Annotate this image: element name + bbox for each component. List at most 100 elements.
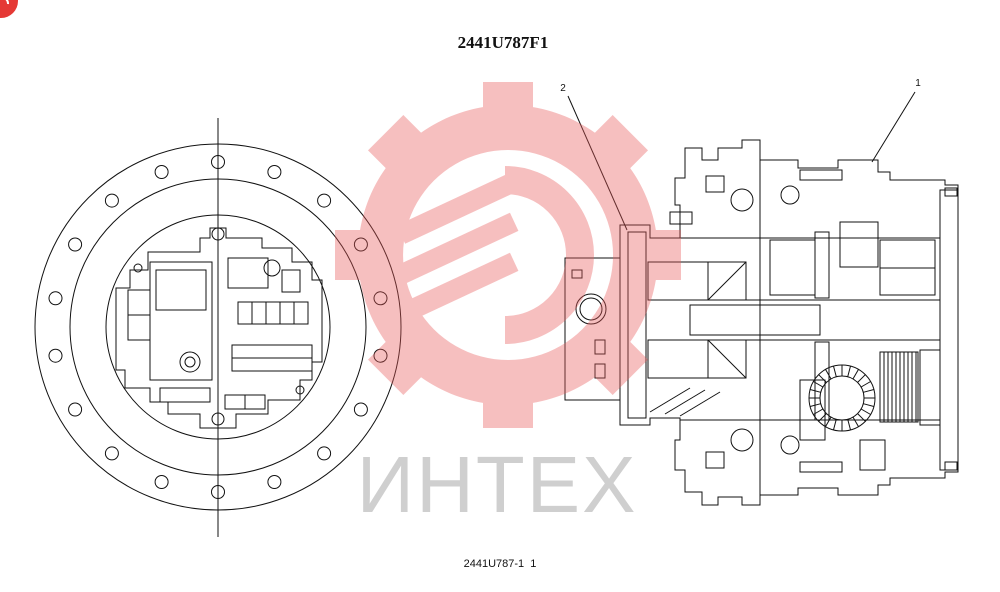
mounting-bolt-left <box>133 263 143 273</box>
gear-tooth <box>483 82 533 142</box>
motor-outline <box>115 227 323 429</box>
cover-bolt-upper <box>944 187 958 197</box>
gear-tooth-line <box>825 416 832 427</box>
gear-tooth-line <box>860 381 871 388</box>
bolt-hole <box>373 291 388 306</box>
bolt-hole <box>267 165 282 179</box>
gear-tooth-line <box>809 389 821 393</box>
bolt-hole <box>353 402 368 417</box>
gear-tooth-line <box>863 389 875 393</box>
gear-tooth-line <box>809 403 821 407</box>
callout-label-2: 2 <box>560 83 566 94</box>
cover-bolt <box>571 269 583 279</box>
housing-bolt-lower <box>705 451 725 469</box>
lower-carrier-block <box>799 379 826 441</box>
planet-gear-upper <box>769 239 816 296</box>
brake-valve-cap <box>281 269 301 293</box>
gear-tooth <box>483 368 533 428</box>
section-view <box>564 139 959 506</box>
motor-bolt-upper <box>669 211 693 225</box>
gear-tooth-line <box>852 416 859 427</box>
motor-hatch-2 <box>664 389 706 415</box>
mounting-bolt-right <box>295 385 305 395</box>
planet-gear-stack <box>879 351 919 423</box>
callout-part-2: 2 <box>560 83 628 231</box>
brake-valve-housing <box>227 257 269 289</box>
bolt-hole <box>211 485 225 499</box>
red-circle-badge-icon[interactable] <box>0 0 18 18</box>
gear-tooth-line <box>833 365 837 377</box>
callout-label-1: 1 <box>915 78 921 89</box>
logo-arc <box>504 166 594 344</box>
motor-hatch-3 <box>679 391 721 417</box>
counterbalance-spool <box>237 301 309 325</box>
travel-motor-end-view <box>115 227 323 429</box>
drawing-number-title: 2441U787F1 <box>458 33 549 52</box>
flange-ring-circle <box>69 178 367 476</box>
brake-valve-plug <box>263 259 281 277</box>
badge-glyph <box>5 0 9 5</box>
relief-valve-port-inner <box>184 356 196 368</box>
gear-tooth <box>570 114 649 193</box>
logo-stripe-2 <box>396 212 519 284</box>
cover-plug-2 <box>594 363 606 379</box>
reduction-gear-section <box>650 160 959 495</box>
gear-tooth <box>367 317 446 396</box>
bolt-hole <box>104 193 119 208</box>
hose-port-outer <box>575 293 607 325</box>
gear-tooth <box>621 230 681 280</box>
bolt-hole <box>154 165 169 179</box>
sprocket-bolt-upper <box>799 169 843 181</box>
gear-tooth-line <box>813 408 824 415</box>
bearings-and-fasteners <box>669 169 958 473</box>
gear-tooth-line <box>813 381 824 388</box>
drive-shaft <box>689 304 821 336</box>
gear-tooth-line <box>833 419 837 431</box>
gear-ring <box>357 105 658 405</box>
gear-logo-icon <box>335 82 681 428</box>
gear-tooth-line <box>847 419 851 431</box>
callout-leader-1 <box>871 91 916 163</box>
bolt-hole <box>373 348 388 363</box>
gear-tooth-line <box>863 403 875 407</box>
callout-leader-2 <box>567 95 628 231</box>
cover-bolt-lower <box>944 461 958 471</box>
lower-spacer <box>859 439 886 471</box>
ring-carrier-lower <box>814 341 830 421</box>
gear-tooth-line <box>857 374 866 383</box>
gear-tooth-line <box>825 369 832 380</box>
outer-flange-circle <box>34 143 402 511</box>
gear-tooth-line <box>860 408 871 415</box>
port-plate <box>627 231 647 419</box>
bolt-hole <box>48 291 63 306</box>
valve-block-inner <box>155 269 207 311</box>
planet-pin-upper <box>839 221 879 268</box>
second-bearing-upper <box>780 185 800 205</box>
badge-circle[interactable] <box>0 0 18 18</box>
second-bearing-lower <box>780 435 800 455</box>
bolt-hole <box>68 402 83 417</box>
top-port <box>211 227 225 241</box>
sheet-footer-number: 2441U787-1 1 <box>464 558 537 570</box>
watermark-brand-text: ИНТЕХ <box>357 440 638 529</box>
bolt-hole <box>267 475 282 489</box>
motor-hatch-1 <box>649 387 691 413</box>
gear-tooth <box>335 230 395 280</box>
sun-gear-teeth <box>809 365 875 431</box>
bolt-hole-ring <box>48 155 388 499</box>
bolt-hole <box>317 193 332 208</box>
bolt-hole <box>154 475 169 489</box>
logo-stripe-3 <box>396 252 519 324</box>
gear-tooth <box>367 114 446 193</box>
gear-tooth <box>570 317 649 396</box>
gear-tooth-line <box>852 369 859 380</box>
bottom-port <box>211 412 225 426</box>
bolt-hole <box>68 237 83 252</box>
gear-tooth-line <box>847 365 851 377</box>
final-drive-housing-outline <box>564 139 959 506</box>
bolt-hole <box>211 155 225 169</box>
cover-plug-1 <box>594 339 606 355</box>
hose-port-inner <box>579 297 603 321</box>
